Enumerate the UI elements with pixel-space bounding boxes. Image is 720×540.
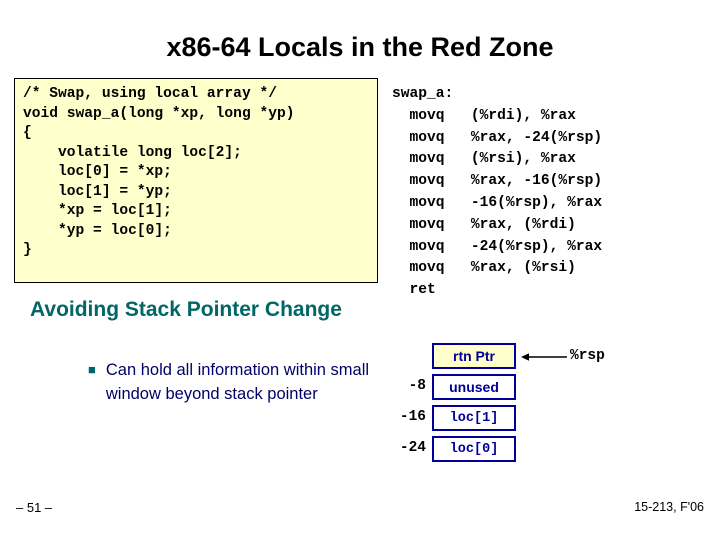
stack-offset-minus-24: -24 xyxy=(399,440,426,456)
assembly-listing: swap_a: movq (%rdi), %rax movq %rax, -24… xyxy=(392,86,603,299)
footer-course-label: 15-213, F'06 xyxy=(634,500,704,514)
c-source-code: /* Swap, using local array */ void swap_… xyxy=(23,86,295,258)
stack-offset-minus-16: -16 xyxy=(399,409,426,425)
bullet-item-label: Can hold all information within small wi… xyxy=(105,361,370,403)
c-source-code-box: /* Swap, using local array */ void swap_… xyxy=(14,78,378,283)
stack-cell-loc0: loc[0] xyxy=(432,436,516,462)
stack-cell-loc1: loc[1] xyxy=(432,405,516,431)
stack-offset-minus-8: -8 xyxy=(408,378,426,394)
footer-page-number: – 51 – xyxy=(16,500,53,515)
page-title: x86-64 Locals in the Red Zone xyxy=(166,32,554,62)
bullet-list-item: ■ Can hold all information within small … xyxy=(88,358,378,406)
stack-pointer-label: %rsp xyxy=(570,348,605,364)
stack-cell-unused: unused xyxy=(432,374,516,400)
stack-cell-rtn-ptr: rtn Ptr xyxy=(432,343,516,369)
section-heading: Avoiding Stack Pointer Change xyxy=(30,298,342,321)
stack-pointer-arrow-icon xyxy=(521,353,567,361)
bullet-marker-icon: ■ xyxy=(88,362,96,377)
